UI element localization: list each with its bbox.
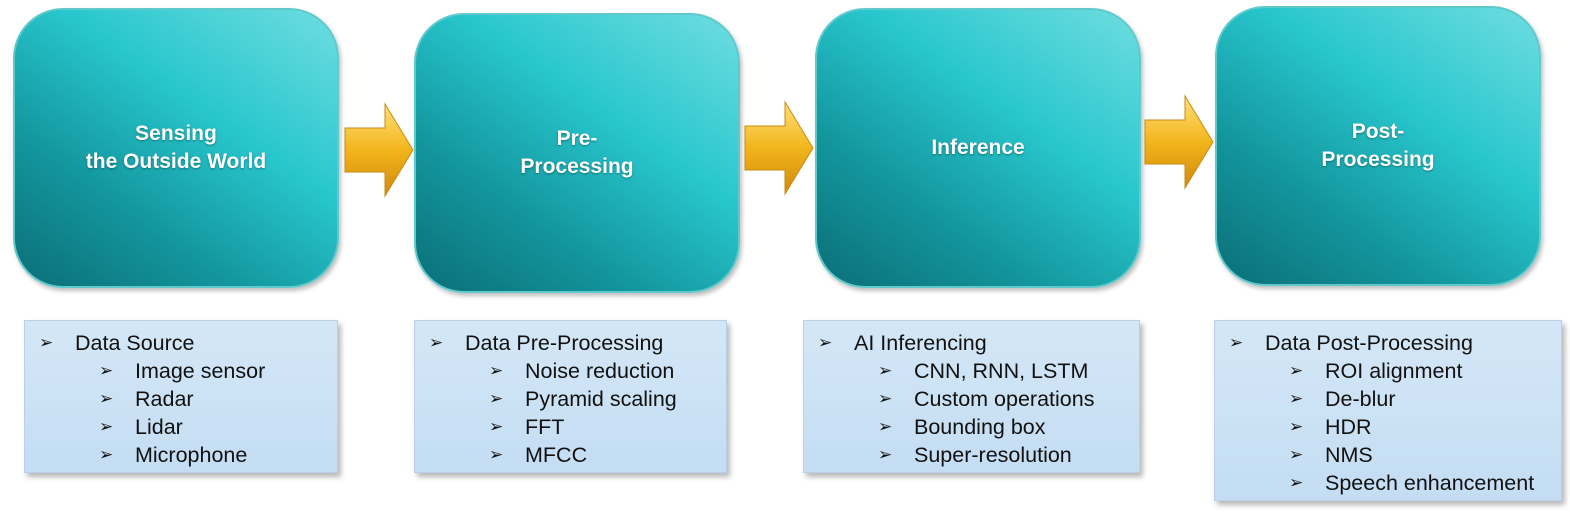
detail-box-inference: ➢AI Inferencing ➢CNN, RNN, LSTM ➢Custom …: [803, 320, 1140, 473]
list-heading: ➢Data Source: [39, 331, 195, 355]
list-item: ➢Lidar: [99, 415, 183, 439]
arrowhead-bullet-icon: ➢: [39, 333, 54, 352]
arrowhead-bullet-icon: ➢: [489, 417, 504, 436]
arrow-right-icon: [744, 100, 814, 196]
stage-title: Inference: [931, 136, 1025, 159]
arrowhead-bullet-icon: ➢: [878, 389, 893, 408]
stage-title: Sensing the Outside World: [85, 122, 267, 173]
list-item: ➢ROI alignment: [1289, 359, 1463, 383]
arrowhead-bullet-icon: ➢: [878, 361, 893, 380]
arrowhead-bullet-icon: ➢: [489, 389, 504, 408]
list-item: ➢Radar: [99, 387, 194, 411]
arrow-right-icon: [344, 102, 414, 198]
arrowhead-bullet-icon: ➢: [99, 361, 114, 380]
stage-sensing: Sensing the Outside World: [13, 8, 339, 288]
list-item: ➢Bounding box: [878, 415, 1046, 439]
arrowhead-bullet-icon: ➢: [878, 417, 893, 436]
list-item: ➢CNN, RNN, LSTM: [878, 359, 1089, 383]
stage-post-processing: Post- Processing: [1215, 6, 1541, 286]
list-item: ➢De-blur: [1289, 387, 1396, 411]
arrowhead-bullet-icon: ➢: [99, 445, 114, 464]
list-item: ➢Custom operations: [878, 387, 1095, 411]
arrowhead-bullet-icon: ➢: [878, 445, 893, 464]
arrowhead-bullet-icon: ➢: [1289, 389, 1304, 408]
arrowhead-bullet-icon: ➢: [818, 333, 833, 352]
list-item: ➢FFT: [489, 415, 565, 439]
stage-title: Pre- Processing: [520, 127, 634, 178]
arrowhead-bullet-icon: ➢: [489, 445, 504, 464]
list-item: ➢Image sensor: [99, 359, 266, 383]
list-item: ➢MFCC: [489, 443, 588, 467]
arrowhead-bullet-icon: ➢: [1289, 361, 1304, 380]
list-item: ➢Microphone: [99, 443, 248, 467]
arrowhead-bullet-icon: ➢: [489, 361, 504, 380]
stage-pre-processing: Pre- Processing: [414, 13, 740, 293]
list-item: ➢Speech enhancement: [1289, 471, 1535, 495]
detail-box-sensing: ➢Data Source ➢Image sensor ➢Radar ➢Lidar…: [24, 320, 338, 473]
stage-title: Post- Processing: [1321, 120, 1435, 171]
list-heading: ➢AI Inferencing: [818, 331, 987, 355]
list-item: ➢HDR: [1289, 415, 1372, 439]
stage-inference: Inference: [815, 8, 1141, 288]
arrowhead-bullet-icon: ➢: [429, 333, 444, 352]
arrowhead-bullet-icon: ➢: [99, 389, 114, 408]
list-item: ➢Super-resolution: [878, 443, 1072, 467]
arrowhead-bullet-icon: ➢: [1229, 333, 1244, 352]
list-heading: ➢Data Post-Processing: [1229, 331, 1473, 355]
arrowhead-bullet-icon: ➢: [1289, 417, 1304, 436]
list-heading: ➢Data Pre-Processing: [429, 331, 664, 355]
list-item: ➢NMS: [1289, 443, 1373, 467]
detail-box-pre-processing: ➢Data Pre-Processing ➢Noise reduction ➢P…: [414, 320, 727, 473]
list-item: ➢Noise reduction: [489, 359, 675, 383]
arrow-right-icon: [1144, 94, 1214, 190]
list-item: ➢Pyramid scaling: [489, 387, 677, 411]
arrowhead-bullet-icon: ➢: [99, 417, 114, 436]
arrowhead-bullet-icon: ➢: [1289, 473, 1304, 492]
detail-box-post-processing: ➢Data Post-Processing ➢ROI alignment ➢De…: [1214, 320, 1562, 501]
arrowhead-bullet-icon: ➢: [1289, 445, 1304, 464]
